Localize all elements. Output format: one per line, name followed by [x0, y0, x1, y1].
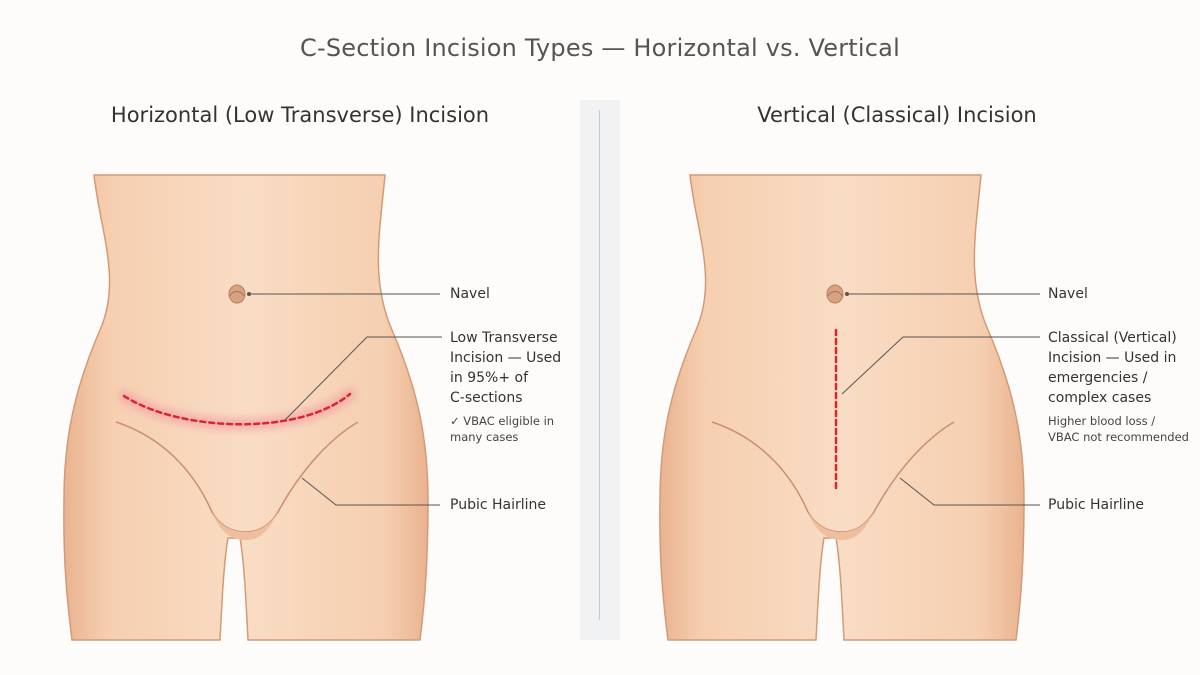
- vertical-torso: [659, 174, 1025, 641]
- left-vbac-note: ✓ VBAC eligible in many cases: [450, 414, 555, 444]
- right-blood-loss-note: Higher blood loss / VBAC not recommended: [1048, 414, 1189, 444]
- left-torso-body: [63, 174, 429, 641]
- left-pubic-leader: [301, 477, 440, 506]
- right-navel-label: Navel: [1048, 286, 1088, 302]
- left-pubic-label: Pubic Hairline: [450, 497, 547, 513]
- horizontal-incision: [122, 392, 352, 426]
- left-navel: [228, 284, 246, 304]
- right-pubic-label: Pubic Hairline: [1048, 497, 1145, 513]
- horizontal-panel-title: Horizontal (Low Transverse) Incision: [110, 103, 490, 127]
- left-navel-label: Navel: [450, 286, 490, 302]
- horizontal-torso: [63, 174, 429, 641]
- right-navel: [826, 284, 844, 304]
- right-incision-leader: [841, 336, 1040, 395]
- left-incision-leader: [284, 336, 442, 421]
- right-pubic-leader: [899, 477, 1040, 506]
- panel-divider-line: [599, 110, 600, 620]
- panel-divider: [580, 100, 620, 640]
- horizontal-leader-lines: [247, 292, 442, 506]
- diagram-title: C-Section Incision Types — Horizontal vs…: [300, 34, 900, 62]
- right-incision-label: Classical (Vertical) Incision — Used in …: [1048, 330, 1177, 406]
- vertical-panel-title: Vertical (Classical) Incision: [757, 103, 1037, 127]
- vertical-leader-lines: [841, 292, 1040, 506]
- right-crotch-shade: [808, 512, 874, 540]
- left-incision-label: Low Transverse Incision — Used in 95%+ o…: [450, 330, 562, 406]
- left-crotch-shade: [212, 512, 278, 540]
